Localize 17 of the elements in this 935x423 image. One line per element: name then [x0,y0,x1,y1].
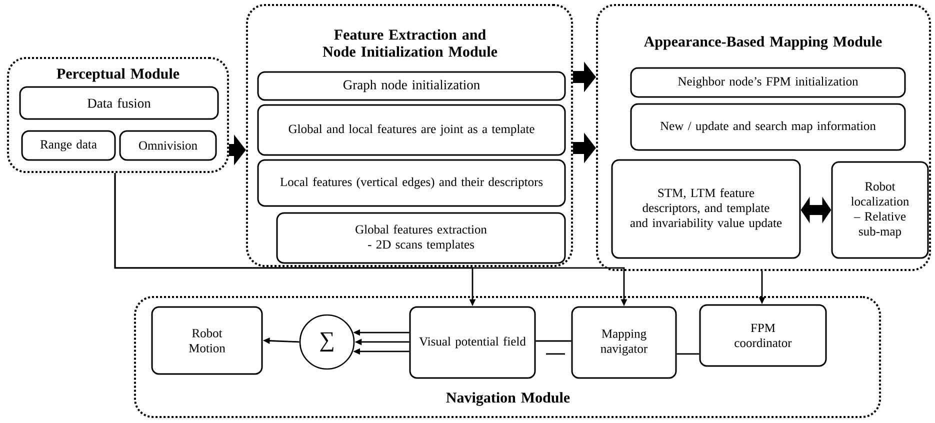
process-box: STM, LTM feature descriptors, and template and invariability value update [611,159,801,259]
process-box: Robot localization – Relative sub-map [831,161,929,259]
process-box: Mapping navigator [571,306,677,379]
process-box: Visual potential field [409,306,536,379]
process-box: FPM coordinator [699,304,827,367]
process-box: New / update and search map information [630,103,906,151]
connector-line [536,340,572,342]
process-box: Global features extraction - 2D scans templates [276,212,566,264]
process-box: Data fusion [19,86,219,120]
process-box: Omnivision [119,130,217,161]
process-box: Robot Motion [151,306,263,375]
process-box: Range data [21,130,116,161]
process-box: Local features (vertical edges) and their descriptors [257,159,566,207]
connector-line [676,353,700,355]
process-box: Graph node initialization [257,71,566,101]
process-box: Global and local features are joint as a template [257,104,566,156]
process-box: Neighbor node’s FPM initialization [630,67,906,98]
